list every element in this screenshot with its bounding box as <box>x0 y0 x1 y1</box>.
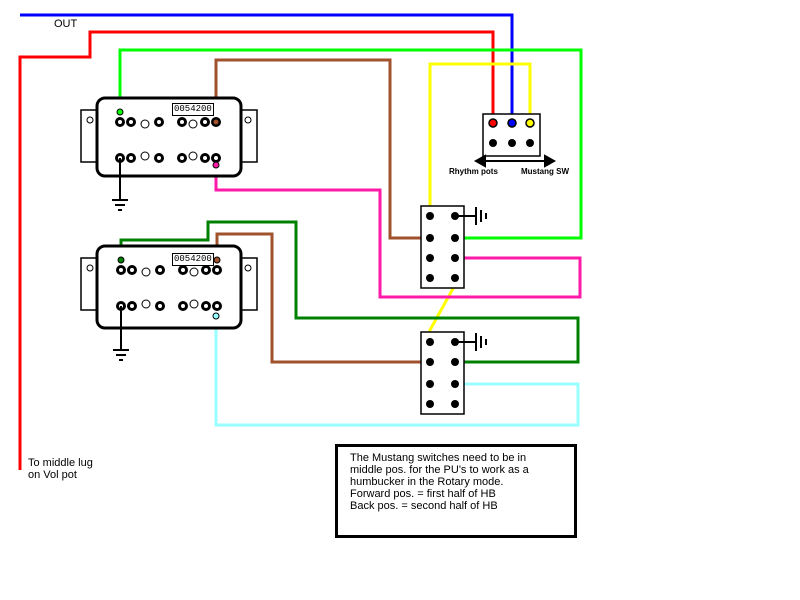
note-line-4: Forward pos. = first half of HB <box>350 488 496 500</box>
rhythm-terminal-block <box>482 113 541 157</box>
note-line-1: The Mustang switches need to be in <box>350 452 527 464</box>
note-line-5: Back pos. = second half of HB <box>350 500 498 512</box>
ground-symbol-top <box>112 158 128 211</box>
mustang-switch-2 <box>420 331 465 415</box>
brown-wire-top <box>214 58 430 240</box>
bottom-pickup-serial: 0054200 <box>172 253 214 266</box>
green-wire <box>118 48 583 240</box>
red-out-wire <box>18 30 495 470</box>
ground-symbol-bottom <box>113 306 129 361</box>
top-pickup-serial: 0054200 <box>172 103 214 116</box>
brown-wire-bottom <box>215 232 430 364</box>
vol-pot-label: To middle lug on Vol pot <box>28 457 93 481</box>
note-line-3: humbucker in the Rotary mode. <box>350 476 504 488</box>
light-blue-wire <box>214 318 580 427</box>
double-arrow-icon <box>473 154 557 168</box>
mustang-sw-label: Mustang SW <box>521 167 569 176</box>
ground-symbol-switch-2 <box>455 333 487 351</box>
vol-pot-label-line-2: on Vol pot <box>28 469 77 481</box>
dark-green-wire <box>119 220 580 364</box>
blue-out-wire <box>20 13 514 122</box>
out-label: OUT <box>54 18 78 30</box>
ground-symbol-switch-1 <box>455 207 487 225</box>
note-line-2: middle pos. for the PU's to work as a <box>350 464 529 476</box>
rhythm-pots-label: Rhythm pots <box>449 167 498 176</box>
instruction-note: The Mustang switches need to be in middl… <box>335 444 577 538</box>
bottom-humbucker <box>80 244 258 330</box>
pink-wire <box>214 158 582 299</box>
top-humbucker <box>80 96 258 178</box>
mustang-switch-1 <box>420 205 465 289</box>
vol-pot-label-line-1: To middle lug <box>28 457 93 469</box>
